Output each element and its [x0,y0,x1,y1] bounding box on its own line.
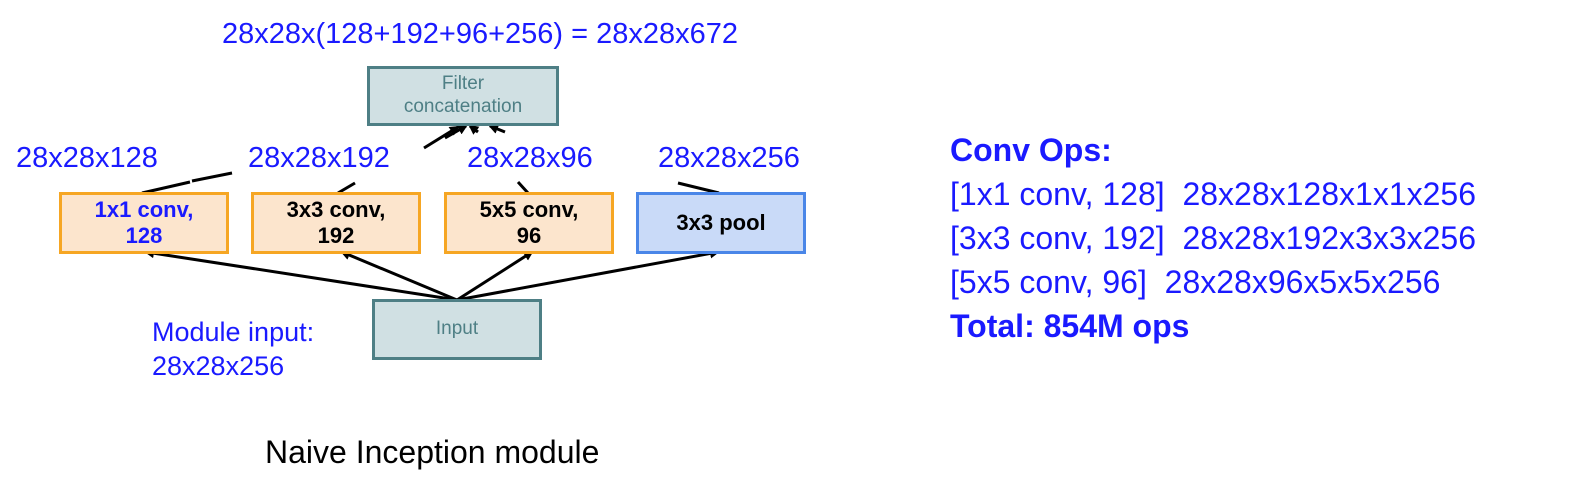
arrow-concat-d [468,124,480,135]
arrow-concat-a [423,125,460,150]
arrow-input-to-5x5 [456,250,534,302]
conv-ops-heading: Conv Ops: [950,132,1112,168]
conv-3x3-filters: 192 [317,223,355,248]
module-input-label: Module input: [152,317,315,347]
line-1x1-to-concat-a [141,180,191,195]
conv-1x1-box: 1x1 conv, 128 [59,192,229,254]
filter-concatenation-box: Filter concatenation [367,66,559,126]
pool-3x3-label: 3x3 pool [676,209,766,235]
line-3x3-to-concat [337,181,356,195]
arrow-input-to-3x3 [340,250,458,302]
output-equation: 28x28x(128+192+96+256) = 28x28x672 [222,18,738,50]
conv-ops-total: Total: 854M ops [950,308,1190,344]
concat-label-line2: concatenation [403,96,523,117]
arrow-concat-c [488,124,506,134]
conv-5x5-box: 5x5 conv, 96 [444,192,614,254]
conv-1x1-filters: 128 [125,223,163,248]
dim-3x3-output: 28x28x192 [248,142,390,174]
input-box-label: Input [435,318,479,340]
arrow-input-to-1x1 [144,248,458,302]
line-pool-to-concat [677,181,720,195]
conv-3x3-box: 3x3 conv, 192 [251,192,421,254]
conv-ops-row-5x5: [5x5 conv, 96] 28x28x96x5x5x256 [950,264,1441,300]
conv-5x5-label: 5x5 conv, [479,196,579,222]
conv-3x3-label: 3x3 conv, [286,196,386,222]
dim-5x5-output: 28x28x96 [467,142,593,174]
line-5x5-to-concat [516,180,530,195]
arrow-input-to-pool [456,248,720,302]
dim-1x1-output: 28x28x128 [16,142,158,174]
diagram-caption: Naive Inception module [265,434,600,470]
pool-3x3-box: 3x3 pool [636,192,806,254]
module-input-text: Module input: 28x28x256 [152,316,314,384]
conv-ops-row-1x1: [1x1 conv, 128] 28x28x128x1x1x256 [950,176,1476,212]
conv-1x1-label: 1x1 conv, [94,196,194,222]
concat-label-line1: Filter [441,73,485,95]
arrow-concat-b [444,124,468,140]
line-1x1-to-concat-b [191,171,233,183]
conv-ops-panel: Conv Ops: [1x1 conv, 128] 28x28x128x1x1x… [950,128,1476,348]
module-input-dims: 28x28x256 [152,350,285,381]
input-box: Input [372,299,542,360]
conv-5x5-filters: 96 [516,223,542,248]
conv-ops-row-3x3: [3x3 conv, 192] 28x28x192x3x3x256 [950,220,1476,256]
dim-pool-output: 28x28x256 [658,142,800,174]
